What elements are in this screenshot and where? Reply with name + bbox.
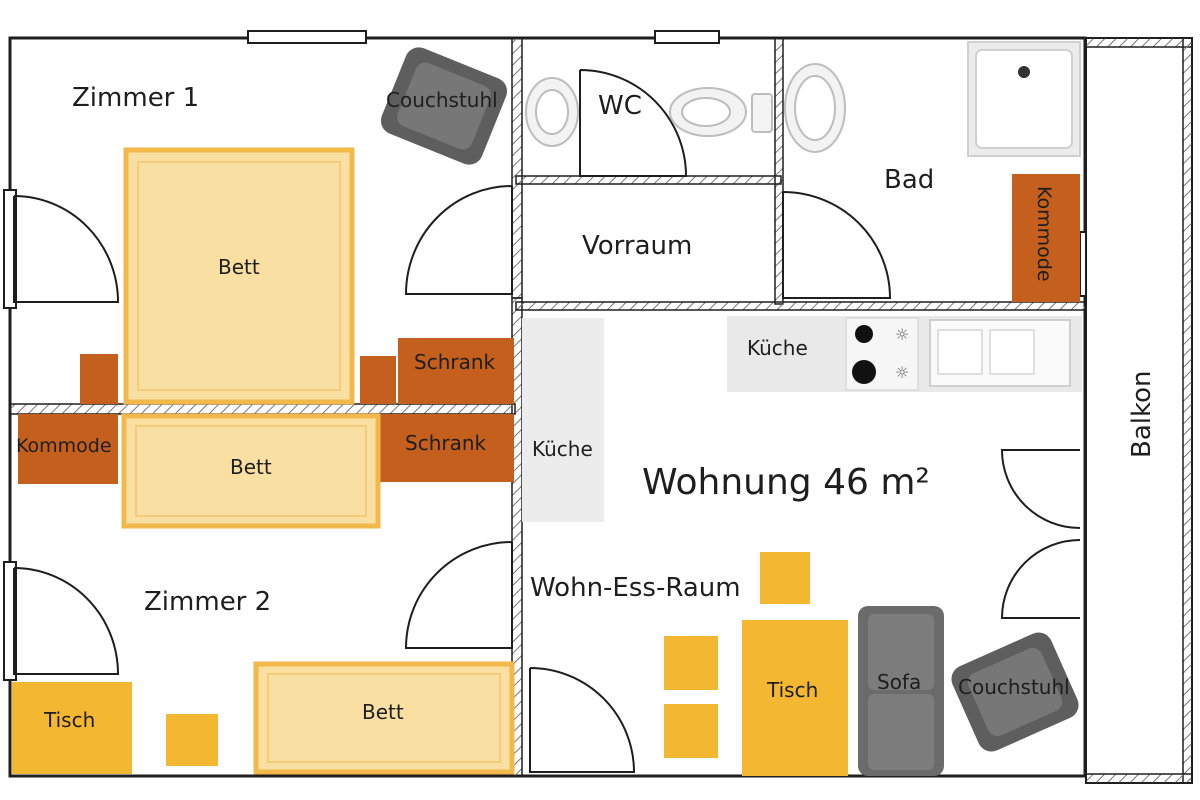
bett-zimmer2-top [121,413,381,529]
stuhl-3 [664,704,718,758]
label-vorraum: Vorraum [582,231,692,261]
label-tisch-2: Tisch [766,678,818,702]
svg-text:☼: ☼ [895,325,909,344]
stuhl-1 [760,552,810,604]
doors [13,69,1081,773]
label-tisch-1: Tisch [43,708,95,732]
label-bad: Bad [884,165,934,195]
label-zimmer-2: Zimmer 2 [144,587,271,617]
svg-text:☼: ☼ [895,363,909,382]
label-kueche-2: Küche [532,437,593,461]
label-couchstuhl-2: Couchstuhl [958,675,1070,699]
label-bett-1: Bett [218,255,260,279]
stuhl-2 [664,636,718,690]
nightstand-right [360,356,396,404]
label-zimmer-1: Zimmer 1 [72,83,199,113]
couchstuhl-2 [951,632,1079,752]
label-schrank-2: Schrank [405,431,487,455]
nightstand-left [80,354,118,404]
label-kueche-1: Küche [747,336,808,360]
kommode-bad [1012,174,1080,302]
balcony [1085,37,1193,784]
sanitary [525,41,1081,157]
wood-furniture [18,174,1080,484]
sofa [858,606,944,776]
tisch-wohn [742,620,848,776]
label-couchstuhl-1: Couchstuhl [386,88,498,112]
label-schrank-1: Schrank [414,350,496,374]
kommode-zimmer2 [18,414,118,484]
bett-zimmer1 [123,147,355,405]
label-bett-2: Bett [230,455,272,479]
label-wohnung: Wohnung 46 m² [642,462,930,503]
beds [121,147,515,775]
kitchen-counters: ☼ ☼ [522,316,1082,522]
schrank-2 [380,414,514,482]
bett-zimmer2-bottom [253,661,515,775]
label-kommode-zimmer2: Kommode [16,435,112,457]
tisch-zimmer2 [12,682,132,774]
label-bett-3: Bett [362,700,404,724]
label-sofa: Sofa [877,670,921,694]
label-wohn-ess-raum: Wohn-Ess-Raum [530,573,741,603]
label-wc: WC [598,91,642,121]
couchstuhl-1 [380,47,508,165]
label-kommode-bad: Kommode [1033,186,1055,282]
label-balkon: Balkon [1127,370,1157,458]
tables [12,552,848,776]
schrank-1 [398,338,514,404]
hocker-zimmer2 [166,714,218,766]
